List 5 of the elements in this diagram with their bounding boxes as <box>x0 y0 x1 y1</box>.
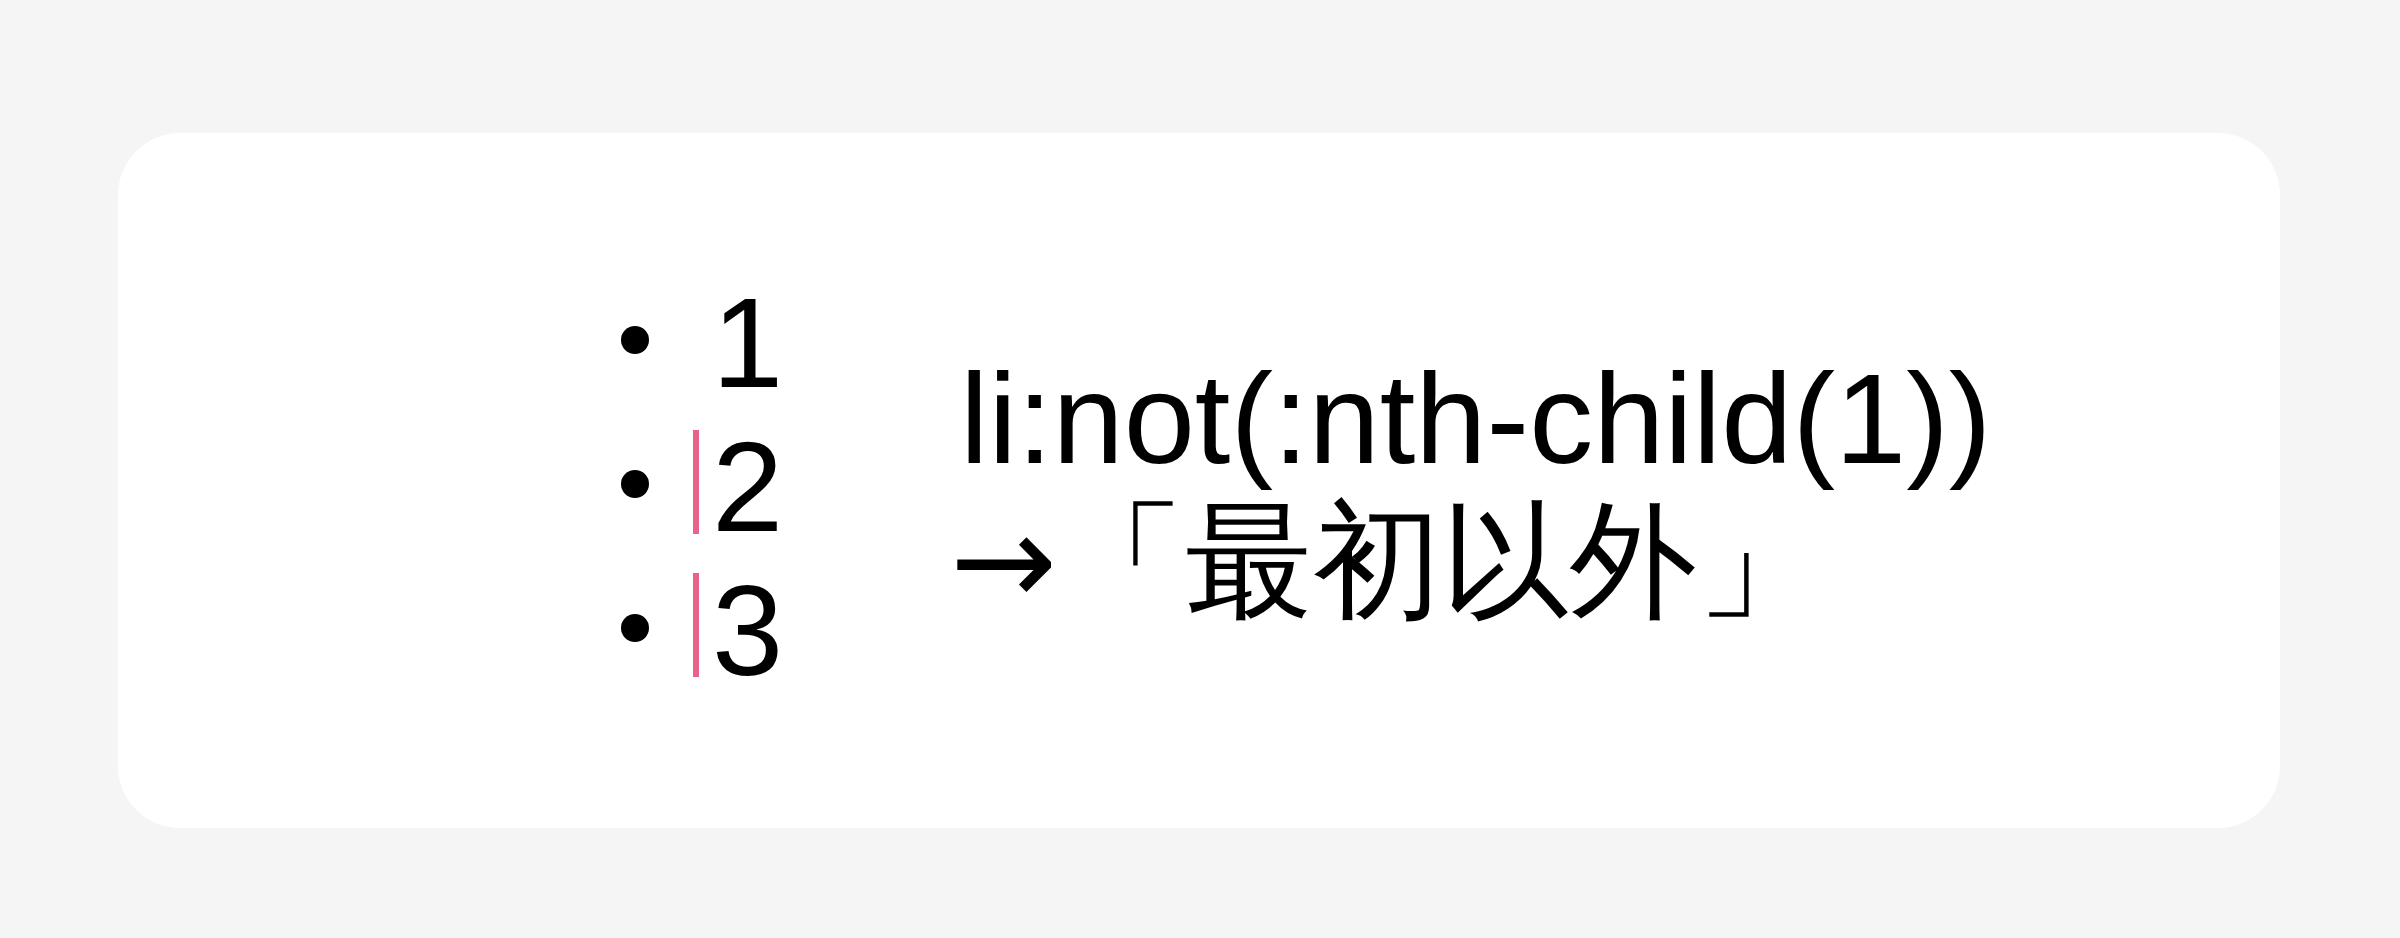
list-item-number: 2 <box>712 423 784 551</box>
meaning-text: →「最初以外」 <box>950 497 1826 625</box>
list-item-number: 3 <box>712 567 784 695</box>
css-selector-text: li:not(:nth-child(1)) <box>960 346 1992 492</box>
list-item-number: 1 <box>712 279 784 407</box>
